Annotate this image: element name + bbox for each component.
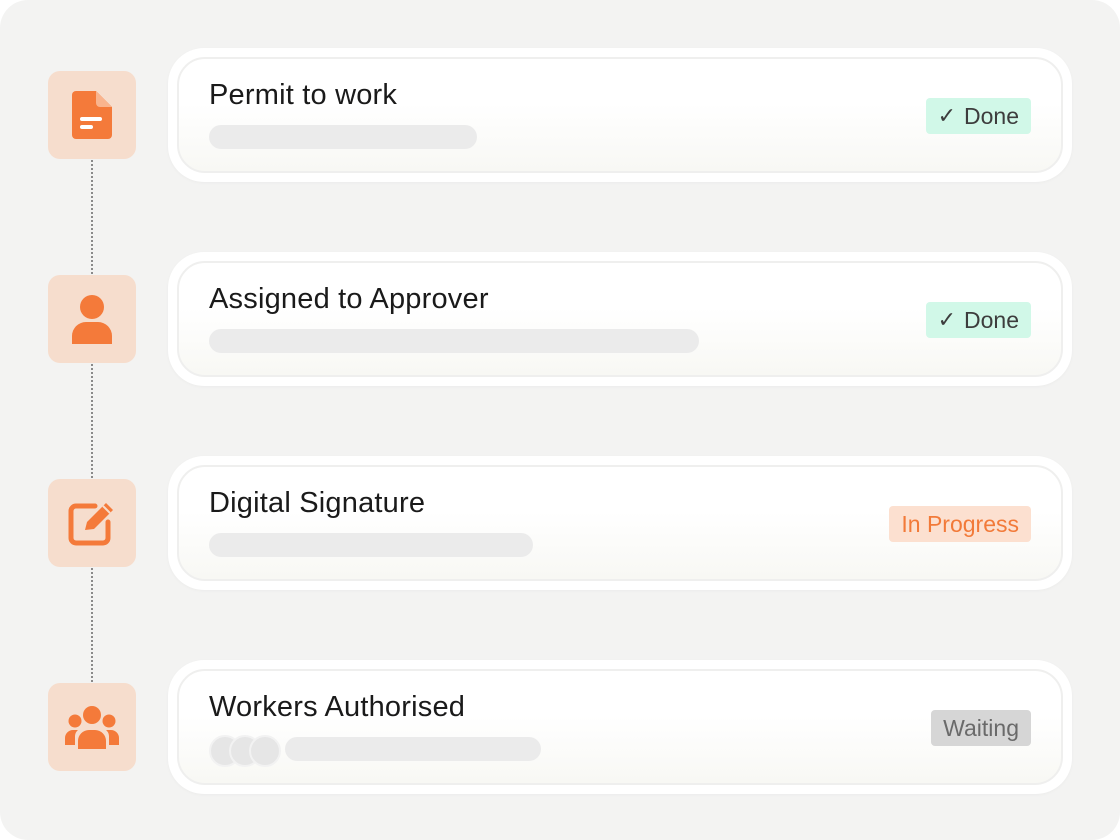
step-card[interactable]: Assigned to Approver ✓ Done [168,252,1072,386]
user-icon [72,295,112,344]
status-label: Done [964,102,1019,129]
edit-icon [68,503,113,546]
step-connector [91,364,93,478]
placeholder-bar [209,125,477,149]
avatar-placeholder [249,735,281,767]
step-card[interactable]: Permit to work ✓ Done [168,48,1072,182]
step-icon-tile [48,275,136,363]
status-badge: ✓ Done [925,98,1031,134]
step-title: Permit to work [209,79,398,111]
step-connector [91,160,93,274]
group-icon [65,706,119,749]
status-badge: In Progress [889,506,1031,542]
status-label: In Progress [901,510,1019,537]
document-icon [72,91,112,139]
step-icon-tile [48,71,136,159]
step-title: Digital Signature [209,487,426,519]
step-title: Workers Authorised [209,691,466,723]
check-icon: ✓ [937,103,957,129]
step-card[interactable]: Digital Signature In Progress [168,456,1072,590]
status-label: Done [964,306,1019,333]
step-title: Assigned to Approver [209,283,489,315]
placeholder-bar [285,737,541,761]
step-card[interactable]: Workers Authorised Waiting [168,660,1072,794]
step-icon-tile [48,683,136,771]
status-badge: Waiting [931,710,1031,746]
status-label: Waiting [943,714,1019,741]
status-badge: ✓ Done [925,302,1031,338]
placeholder-bar [209,329,699,353]
check-icon: ✓ [937,307,957,333]
step-icon-tile [48,479,136,567]
step-connector [91,568,93,682]
placeholder-bar [209,533,533,557]
